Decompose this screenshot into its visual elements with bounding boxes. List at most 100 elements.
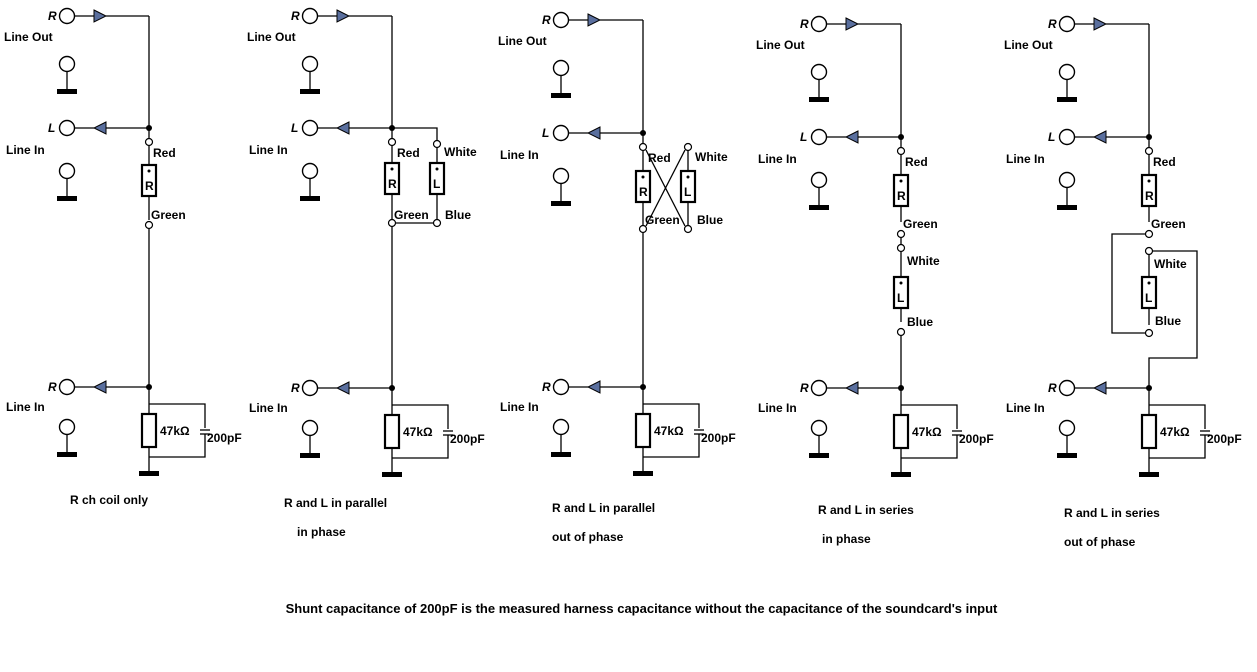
coil-letter: L <box>897 291 904 305</box>
ground-symbol <box>891 472 911 477</box>
wire-terminal <box>896 243 906 253</box>
ground-symbol <box>551 452 571 457</box>
label-r-in: R <box>48 380 57 394</box>
label-line-out: Line Out <box>756 38 805 52</box>
wire <box>149 403 206 428</box>
caption-line2: in phase <box>822 532 871 546</box>
capacitor-value: 200pF <box>207 431 242 445</box>
capacitor-value: 200pF <box>701 431 736 445</box>
polarity-dot <box>899 281 903 285</box>
jack-terminal <box>301 7 319 25</box>
label-l-in: L <box>542 126 549 140</box>
wire-label-white: White <box>695 150 728 164</box>
caption-line1: R ch coil only <box>70 493 148 507</box>
resistor-symbol <box>383 413 401 450</box>
caption-line2: in phase <box>297 525 346 539</box>
wire <box>1149 435 1206 459</box>
wire-label-white: White <box>444 145 477 159</box>
wire-label-red: Red <box>153 146 176 160</box>
wire-terminal <box>387 218 397 228</box>
wire <box>392 404 449 429</box>
resistor-symbol <box>140 412 158 449</box>
jack-terminal <box>552 418 570 436</box>
wire-terminal <box>683 224 693 234</box>
wire <box>149 434 206 458</box>
wire <box>901 404 958 429</box>
jack-terminal <box>58 162 76 180</box>
jack-terminal <box>552 124 570 142</box>
wire-terminal <box>896 146 906 156</box>
ground-symbol <box>809 453 829 458</box>
label-line-in-r: Line In <box>1006 401 1045 415</box>
wire <box>901 435 958 459</box>
jack-terminal <box>552 378 570 396</box>
polarity-dot <box>435 167 439 171</box>
jack-terminal <box>58 119 76 137</box>
polarity-dot <box>899 179 903 183</box>
cross-wire <box>645 149 686 227</box>
wire-terminal <box>432 139 442 149</box>
jack-terminal <box>1058 379 1076 397</box>
caption-line2: out of phase <box>552 530 624 544</box>
signal-arrow <box>335 381 350 395</box>
ground-symbol <box>809 205 829 210</box>
wire-terminal <box>638 224 648 234</box>
polarity-dot <box>1147 179 1151 183</box>
ground-symbol <box>57 196 77 201</box>
wire-terminal <box>896 229 906 239</box>
caption-line1: R and L in parallel <box>552 501 655 515</box>
jack-terminal <box>552 59 570 77</box>
signal-arrow <box>1092 381 1107 395</box>
jack-terminal <box>58 55 76 73</box>
wire <box>392 127 438 140</box>
wire-label-green: Green <box>903 217 938 231</box>
resistor-symbol <box>1140 413 1158 450</box>
wire-terminal <box>1144 328 1154 338</box>
label-line-in: Line In <box>1006 152 1045 166</box>
signal-arrow <box>845 17 860 31</box>
wire-label-red: Red <box>1153 155 1176 169</box>
polarity-dot <box>686 175 690 179</box>
jack-terminal <box>810 379 828 397</box>
label-line-in-r: Line In <box>249 401 288 415</box>
coil-letter: R <box>1145 189 1154 203</box>
ground-symbol <box>57 452 77 457</box>
ground-symbol <box>300 196 320 201</box>
ground-symbol <box>300 453 320 458</box>
jack-terminal <box>552 11 570 29</box>
wire-label-red: Red <box>648 151 671 165</box>
resistor-value: 47kΩ <box>654 424 684 438</box>
capacitor-value: 200pF <box>450 432 485 446</box>
wire-label-green: Green <box>151 208 186 222</box>
signal-arrow <box>844 130 859 144</box>
label-r-out: R <box>48 9 57 23</box>
ground-symbol <box>1057 205 1077 210</box>
coil-letter: L <box>684 185 691 199</box>
label-line-in: Line In <box>249 143 288 157</box>
caption-line1: R and L in parallel <box>284 496 387 510</box>
label-l-in: L <box>1048 130 1055 144</box>
ground-symbol <box>1139 472 1159 477</box>
wire-label-blue: Blue <box>907 315 933 329</box>
jack-terminal <box>301 55 319 73</box>
polarity-dot <box>641 175 645 179</box>
jack-terminal <box>301 119 319 137</box>
jack-terminal <box>810 419 828 437</box>
label-l-in: L <box>800 130 807 144</box>
label-line-out: Line Out <box>498 34 547 48</box>
label-line-in-r: Line In <box>758 401 797 415</box>
label-r-in: R <box>1048 381 1057 395</box>
label-l-in: L <box>48 121 55 135</box>
wire <box>643 403 700 428</box>
ground-symbol <box>1057 97 1077 102</box>
jack-terminal <box>301 162 319 180</box>
signal-arrow <box>1092 130 1107 144</box>
coil-letter: L <box>433 177 440 191</box>
coil-letter: R <box>639 185 648 199</box>
label-l-in: L <box>291 121 298 135</box>
jack-terminal <box>58 7 76 25</box>
resistor-value: 47kΩ <box>160 424 190 438</box>
label-line-out: Line Out <box>4 30 53 44</box>
wire-terminal <box>432 218 442 228</box>
